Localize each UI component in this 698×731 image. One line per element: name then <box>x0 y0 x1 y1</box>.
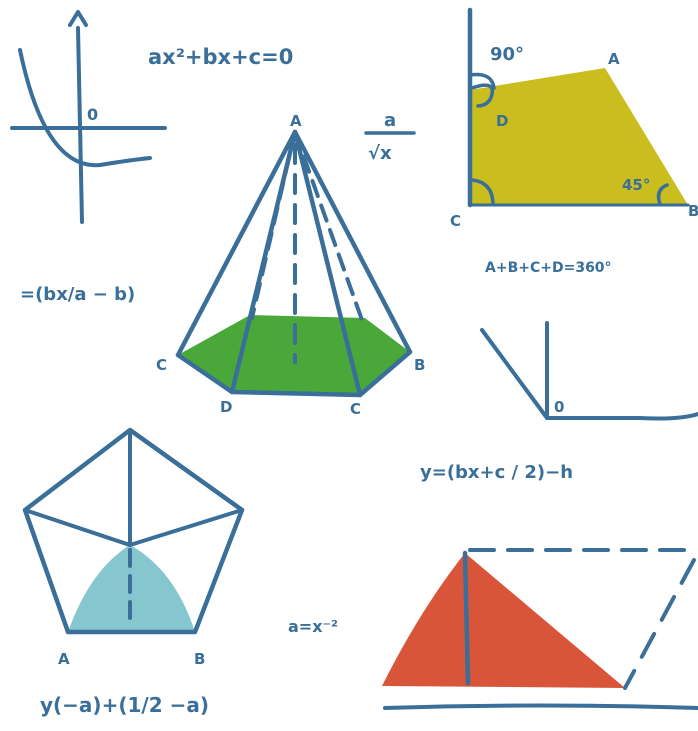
pentagon: A B <box>22 427 245 668</box>
graph-curve <box>18 48 152 168</box>
quadratic-formula: ax²+bx+c=0 <box>148 45 293 69</box>
triangle-fill <box>382 553 625 688</box>
quad-right-angle-arc <box>468 72 496 90</box>
bottom-expression: y(−a)+(1/2 −a) <box>40 693 209 717</box>
triangle-parallelogram <box>382 548 698 710</box>
parallelogram-right-dashed <box>623 558 696 690</box>
angle-drawing: 0 <box>480 321 698 421</box>
pyramid-hidden-edge-left <box>250 130 297 320</box>
pyramid: A C B D C <box>156 112 425 418</box>
pentagon-spoke-left <box>23 508 132 547</box>
left-fraction-formula: =(bx/a − b) <box>20 284 135 305</box>
pentagon-vertex-a-label: A <box>58 650 70 668</box>
pyramid-edge-front-right <box>292 129 363 398</box>
quadrilateral: 90° A D C 45° B <box>450 7 698 230</box>
quad-angle-90-label: 90° <box>490 44 524 65</box>
quad-angle-c-arc <box>470 178 495 205</box>
fraction-numerator: a <box>384 110 396 131</box>
function-graph: 0 <box>10 10 167 224</box>
pyramid-right-label: B <box>414 356 425 374</box>
pentagon-outline <box>22 427 245 635</box>
pentagon-vertex-b-label: B <box>194 650 205 668</box>
quad-angle-b-arc <box>656 183 669 206</box>
pyramid-front-right-label: C <box>350 400 361 418</box>
pyramid-front-left-label: D <box>220 398 232 416</box>
pyramid-edge-left <box>175 129 298 358</box>
fraction-a-over-root-x: a √x <box>364 110 416 164</box>
fraction-denominator: √x <box>368 143 392 164</box>
a-power-formula: a=x⁻² <box>288 617 338 636</box>
graph-y-arrow <box>68 10 88 27</box>
quad-vertex-c-label: C <box>450 212 461 230</box>
quad-vertex-b-label: B <box>688 202 698 220</box>
quad-vertex-a-label: A <box>608 50 620 68</box>
angle-vertex-label: 0 <box>554 398 564 416</box>
pyramid-apex-label: A <box>290 112 302 130</box>
pyramid-edge-right <box>292 129 413 355</box>
baseline <box>383 703 698 710</box>
graph-origin-label: 0 <box>87 105 98 124</box>
quad-vertex-d-label: D <box>496 112 508 130</box>
pyramid-left-label: C <box>156 356 167 374</box>
pyramid-base-front-edge <box>175 349 413 398</box>
quad-fill <box>470 68 688 205</box>
quad-angle-45-label: 45° <box>622 176 650 194</box>
pyramid-hidden-edge-right <box>293 130 364 322</box>
angle-left-ray <box>480 328 549 420</box>
angle-bottom-ray <box>545 412 698 421</box>
graph-y-axis <box>76 26 84 224</box>
triangle-height <box>462 550 471 686</box>
angle-sum-formula: A+B+C+D=360° <box>485 260 612 276</box>
quad-angle-d-arc <box>470 83 495 108</box>
pentagon-spoke-right <box>128 508 244 547</box>
y-fraction-formula: y=(bx+c / 2)−h <box>420 462 573 483</box>
